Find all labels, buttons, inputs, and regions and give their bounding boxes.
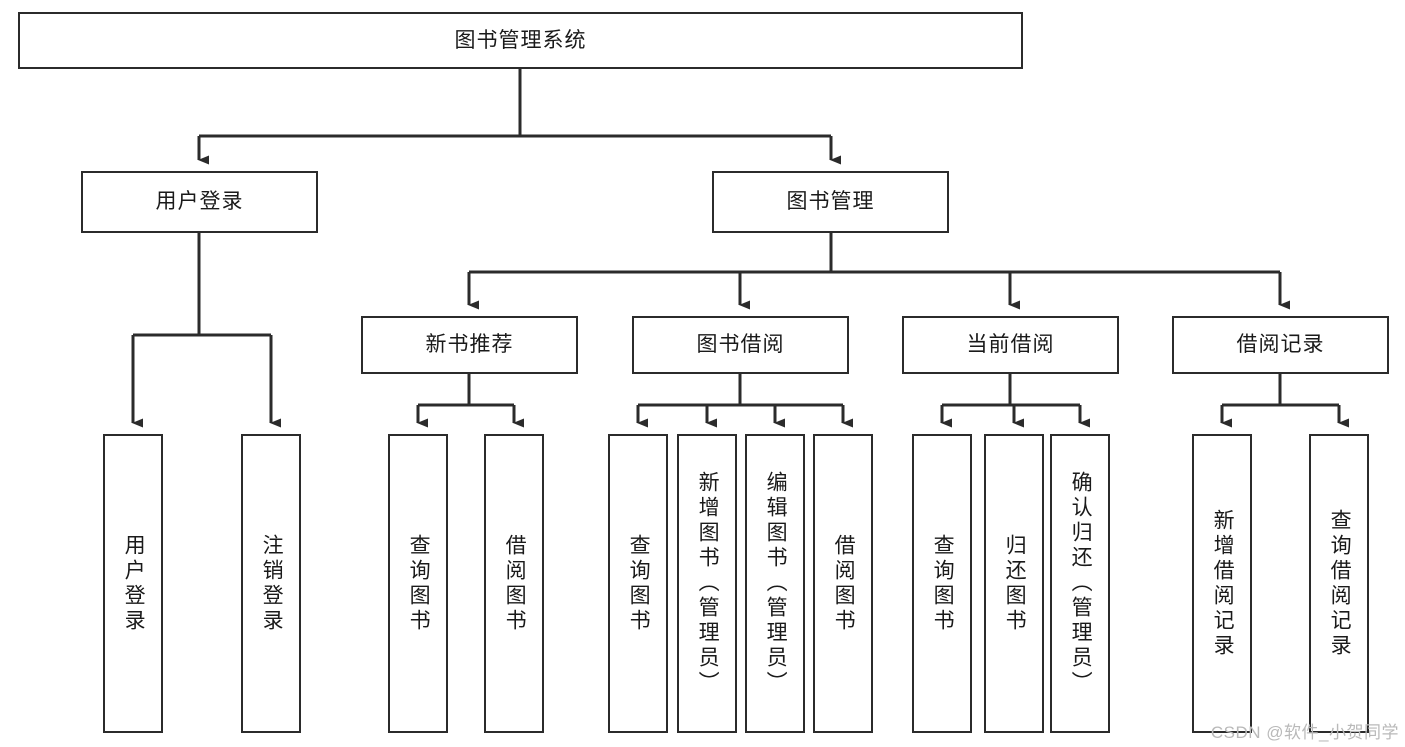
node-leaf-return-book[interactable]: 归还图书 [984, 434, 1044, 733]
node-new-book-recommend[interactable]: 新书推荐 [361, 316, 578, 374]
node-leaf-confirm-return-admin[interactable]: 确认归还（管理员） [1050, 434, 1110, 733]
node-leaf-query-book-3-label: 查询图书 [931, 533, 955, 634]
node-leaf-add-borrow-record[interactable]: 新增借阅记录 [1192, 434, 1252, 733]
node-leaf-borrow-book-1-label: 借阅图书 [503, 533, 527, 634]
watermark-text: CSDN @软件_小贺同学 [1210, 723, 1399, 742]
node-book-borrow[interactable]: 图书借阅 [632, 316, 849, 374]
node-borrow-record[interactable]: 借阅记录 [1172, 316, 1389, 374]
node-leaf-user-logout-label: 注销登录 [260, 533, 284, 634]
node-book-manage-label: 图书管理 [786, 190, 875, 214]
node-leaf-user-login[interactable]: 用户登录 [103, 434, 163, 733]
node-user-login-label: 用户登录 [155, 190, 244, 214]
node-current-borrow[interactable]: 当前借阅 [902, 316, 1119, 374]
node-leaf-add-book-admin-label: 新增图书（管理员） [696, 471, 720, 696]
node-leaf-borrow-book-2[interactable]: 借阅图书 [813, 434, 873, 733]
node-leaf-query-book-1-label: 查询图书 [407, 533, 431, 634]
node-borrow-record-label: 借阅记录 [1236, 333, 1325, 357]
node-current-borrow-label: 当前借阅 [966, 333, 1055, 357]
node-leaf-user-logout[interactable]: 注销登录 [241, 434, 301, 733]
node-user-login[interactable]: 用户登录 [81, 171, 318, 233]
node-leaf-query-borrow-record-label: 查询借阅记录 [1328, 508, 1352, 659]
node-book-borrow-label: 图书借阅 [696, 333, 785, 357]
node-leaf-confirm-return-admin-label: 确认归还（管理员） [1069, 471, 1093, 696]
node-leaf-user-login-label: 用户登录 [122, 533, 146, 634]
node-leaf-return-book-label: 归还图书 [1003, 533, 1027, 634]
node-leaf-borrow-book-1[interactable]: 借阅图书 [484, 434, 544, 733]
node-root[interactable]: 图书管理系统 [18, 12, 1023, 69]
node-leaf-edit-book-admin-label: 编辑图书（管理员） [764, 471, 788, 696]
node-leaf-query-book-2[interactable]: 查询图书 [608, 434, 668, 733]
node-leaf-query-borrow-record[interactable]: 查询借阅记录 [1309, 434, 1369, 733]
node-root-label: 图书管理系统 [454, 28, 587, 52]
node-book-manage[interactable]: 图书管理 [712, 171, 949, 233]
node-new-book-recommend-label: 新书推荐 [425, 333, 514, 357]
node-leaf-query-book-3[interactable]: 查询图书 [912, 434, 972, 733]
node-leaf-query-book-1[interactable]: 查询图书 [388, 434, 448, 733]
node-leaf-edit-book-admin[interactable]: 编辑图书（管理员） [745, 434, 805, 733]
node-leaf-add-book-admin[interactable]: 新增图书（管理员） [677, 434, 737, 733]
node-leaf-query-book-2-label: 查询图书 [627, 533, 651, 634]
node-leaf-add-borrow-record-label: 新增借阅记录 [1211, 508, 1235, 659]
node-leaf-borrow-book-2-label: 借阅图书 [832, 533, 856, 634]
